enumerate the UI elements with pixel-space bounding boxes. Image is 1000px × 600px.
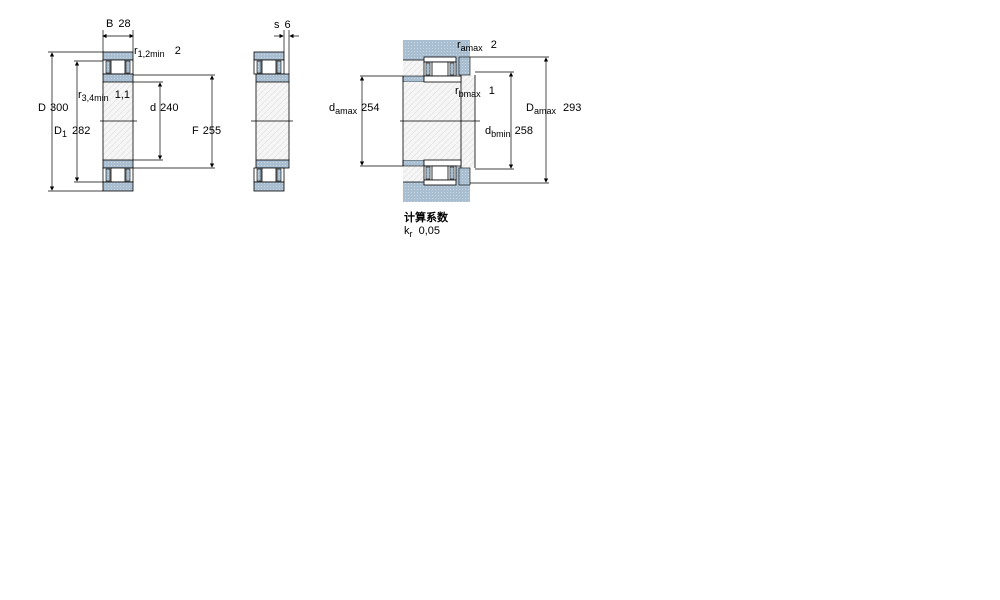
- kr-symbol: k: [404, 225, 410, 237]
- inner-ring-top: [102, 73, 134, 83]
- shaft-shoulder-bottom: [402, 159, 425, 167]
- calculation-kr: kr 0,05: [404, 225, 441, 239]
- kr-value: 0,05: [418, 225, 441, 237]
- kr-subscript: r: [409, 229, 413, 239]
- housing-bottom: [403, 167, 470, 202]
- roller-bottom: [110, 167, 126, 183]
- outer-ring-top: [102, 51, 134, 61]
- outer-ring-bottom: [102, 181, 134, 192]
- housing-top: [403, 40, 470, 75]
- shaft-shoulder-top: [402, 75, 425, 83]
- inner-ring-bottom: [102, 159, 134, 169]
- roller-top: [110, 59, 126, 75]
- calculation-factors-title: 计算系数: [404, 211, 448, 224]
